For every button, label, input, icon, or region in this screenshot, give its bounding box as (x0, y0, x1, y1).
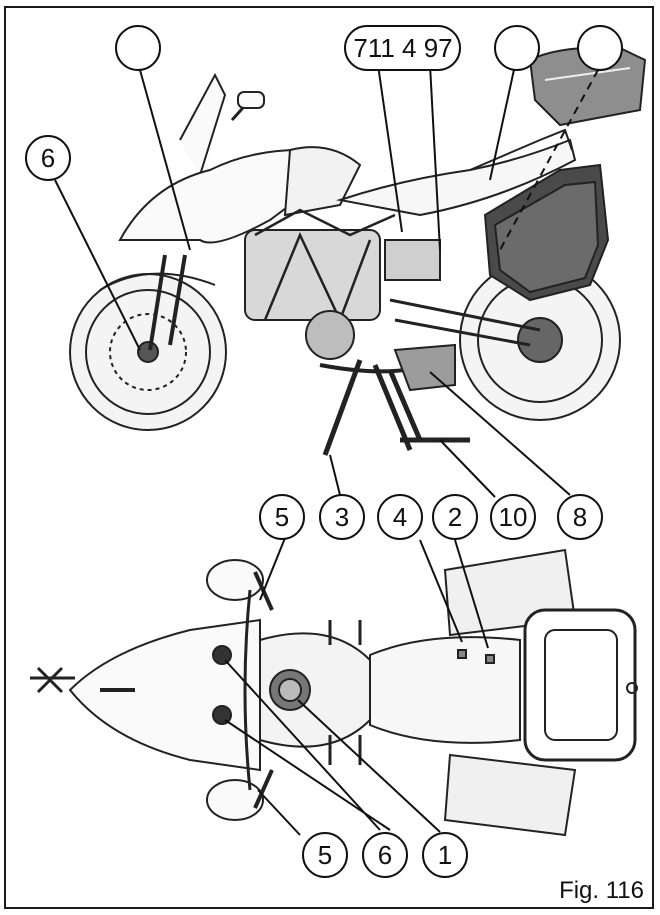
callout-label-8: 8 (573, 502, 587, 532)
top-case-inner (544, 629, 618, 741)
control-right (212, 705, 232, 725)
leader-497 (429, 64, 441, 251)
leader-lines-top (54, 64, 599, 498)
leader-2 (454, 539, 489, 649)
windscreen (179, 72, 227, 176)
leader-blank-2 (489, 64, 516, 181)
top-case-trim (544, 67, 631, 81)
callout-label-10: 10 (499, 502, 528, 532)
tail-section (469, 128, 573, 171)
leader-1 (297, 699, 441, 833)
electronics-box (384, 239, 441, 281)
front-tyre-top (30, 666, 75, 694)
leader-5-b (257, 789, 301, 836)
leader-6-b-2 (224, 719, 391, 831)
callout-label-1: 1 (438, 840, 452, 870)
callout-10 (490, 494, 536, 540)
belly-pan (393, 343, 456, 392)
engine-block (244, 229, 381, 321)
callout-6-bottom (362, 832, 408, 878)
callout-label-2: 2 (448, 502, 462, 532)
front-fairing (118, 148, 332, 244)
mirror-left-top (206, 559, 264, 601)
leader-8 (429, 371, 571, 496)
callouts (25, 25, 623, 878)
seat-lock-left (457, 649, 467, 659)
leader-6-top (54, 179, 141, 351)
top-case-lock (626, 682, 638, 694)
leader-10 (439, 439, 496, 498)
front-brake-disc (109, 313, 187, 391)
seat-lock-right (485, 654, 495, 664)
side-pannier-face (493, 180, 600, 294)
center-stand (372, 364, 470, 451)
figure-frame (4, 6, 654, 909)
front-hub (137, 341, 159, 363)
side-stand (322, 359, 363, 456)
callout-label-3: 3 (335, 502, 349, 532)
control-left (212, 645, 232, 665)
callout-label-5-a: 5 (275, 502, 289, 532)
leader-blank-3 (499, 69, 599, 251)
handlebar-top (243, 589, 252, 791)
callout-blank-1 (115, 25, 161, 71)
callout-711497 (344, 25, 461, 71)
rear-sprocket (517, 317, 563, 363)
callout-blank-2 (494, 25, 540, 71)
callout-label-711497: 711 4 97 (353, 33, 452, 63)
leader-5-a (259, 537, 286, 601)
callout-6-top (25, 135, 71, 181)
pannier-right-top (443, 753, 577, 837)
fuel-tank (283, 146, 362, 217)
callout-3 (319, 494, 365, 540)
callout-blank-3 (577, 25, 623, 71)
fairing-top (68, 618, 261, 772)
swingarm (389, 298, 541, 347)
callout-label-6-top: 6 (41, 143, 55, 173)
figure-caption: Fig. 116 (559, 877, 644, 904)
footpegs-top (328, 620, 362, 765)
front-fender (99, 272, 216, 291)
fuel-cap-inner (278, 678, 302, 702)
seat (336, 138, 577, 217)
callout-5-a (259, 494, 305, 540)
leader-4 (419, 539, 463, 643)
leader-6-b-1 (224, 659, 381, 831)
callout-8 (557, 494, 603, 540)
front-wheel-rim (85, 289, 211, 415)
callout-4 (377, 494, 423, 540)
motorcycle-side-view (69, 46, 647, 456)
callout-5-b (302, 832, 348, 878)
callout-label-5-b: 5 (318, 840, 332, 870)
front-fork (148, 254, 187, 351)
motorcycle-top-view (30, 548, 638, 837)
callout-labels: 711 4 97 6 5 3 4 2 10 8 5 6 1 (41, 33, 587, 870)
seat-top (369, 636, 521, 744)
callout-2 (432, 494, 478, 540)
leader-lines-bottom (224, 537, 489, 836)
leader-3 (329, 454, 341, 496)
callout-1 (422, 832, 468, 878)
mirror-right-top (206, 779, 264, 821)
engine-cover (305, 310, 355, 360)
mirror (237, 91, 265, 109)
callout-label-6-bottom: 6 (378, 840, 392, 870)
trellis-frame (254, 208, 396, 324)
leader-711 (377, 64, 403, 233)
leader-blank-1 (139, 69, 191, 251)
callout-label-4: 4 (393, 502, 407, 532)
